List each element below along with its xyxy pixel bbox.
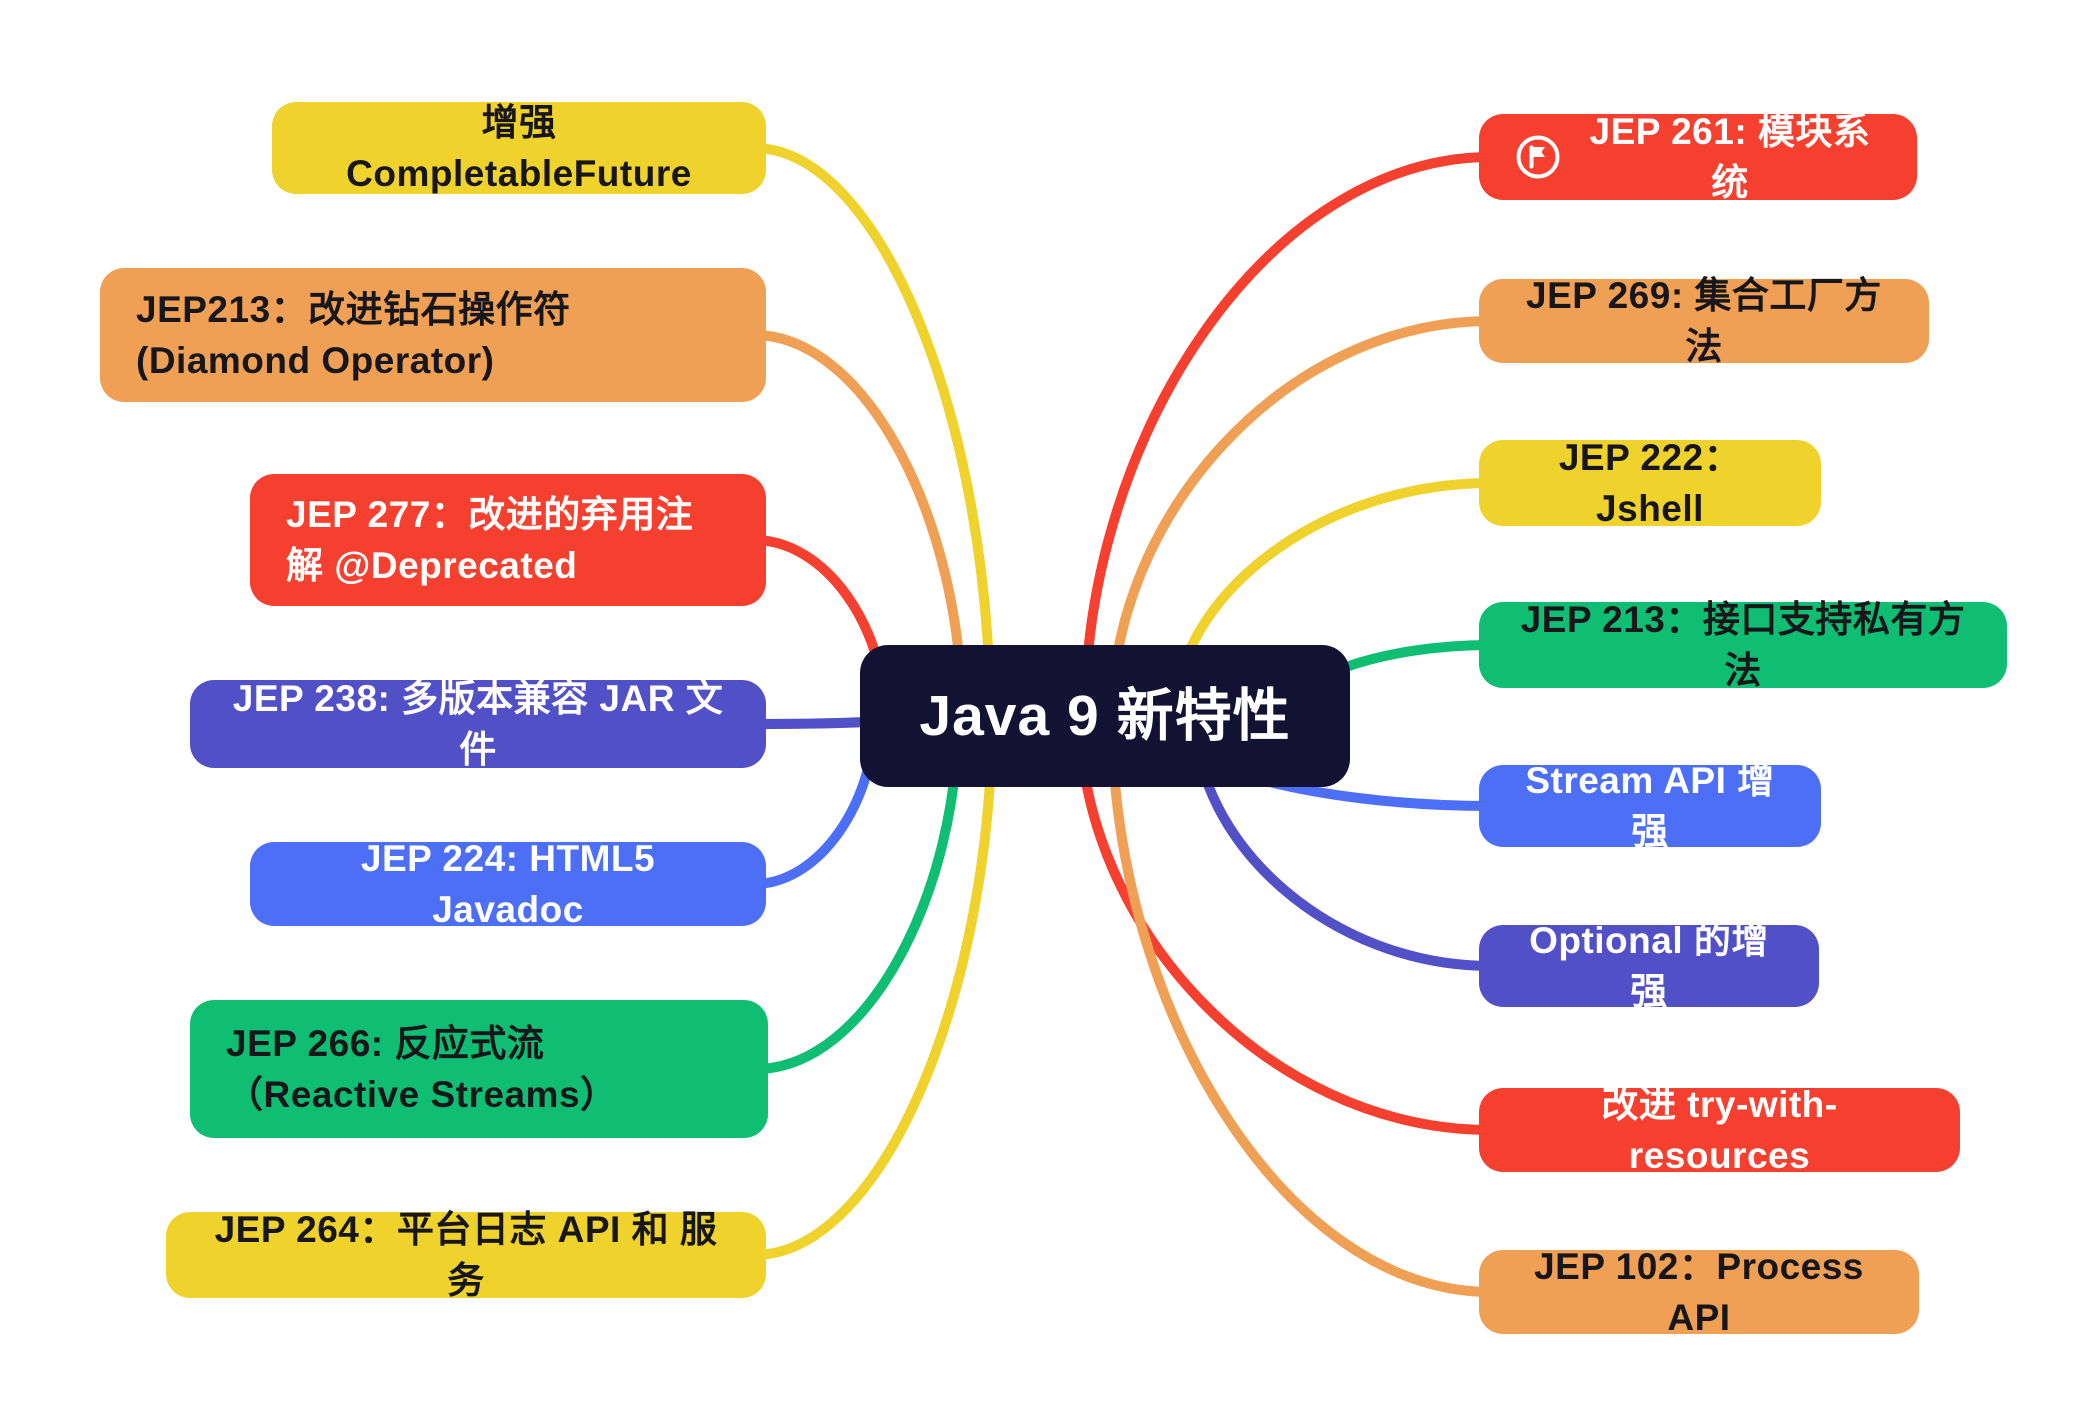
branch-label: JEP 264：平台日志 API 和 服务 bbox=[214, 1208, 718, 1301]
connector-jep266-reactive bbox=[751, 711, 963, 1074]
branch-label: JEP 222：Jshell bbox=[1558, 436, 1742, 529]
connector-jep213-diamond bbox=[749, 330, 967, 721]
branch-jep269-collections[interactable]: JEP 269: 集合工厂方法 bbox=[1479, 275, 1929, 367]
branch-jep264-logging[interactable]: JEP 264：平台日志 API 和 服务 bbox=[166, 1209, 766, 1301]
connector-jep261-module bbox=[1080, 152, 1496, 721]
branch-stream-api[interactable]: Stream API 增强 bbox=[1479, 760, 1821, 852]
branch-label: Optional 的增强 bbox=[1529, 919, 1769, 1012]
branch-jep222-jshell[interactable]: JEP 222：Jshell bbox=[1479, 437, 1821, 529]
branch-label: 增强 CompletableFuture bbox=[346, 101, 692, 194]
connector-jep269-collections bbox=[1107, 316, 1496, 721]
connector-jep264-logging bbox=[749, 711, 997, 1260]
connector-try-with-resources bbox=[1075, 711, 1496, 1135]
branch-label: JEP 213：接口支持私有方法 bbox=[1520, 598, 1966, 691]
branch-jep102-process[interactable]: JEP 102：Process API bbox=[1479, 1246, 1919, 1338]
branch-label: JEP 269: 集合工厂方法 bbox=[1526, 274, 1882, 367]
branch-label: JEP 261: 模块系统 bbox=[1589, 110, 1871, 203]
central-topic[interactable]: Java 9 新特性 bbox=[860, 645, 1350, 787]
branch-jep213-diamond[interactable]: JEP213：改进钻石操作符(Diamond Operator) bbox=[100, 268, 766, 402]
central-topic-label: Java 9 新特性 bbox=[919, 683, 1291, 748]
branch-jep213-private[interactable]: JEP 213：接口支持私有方法 bbox=[1479, 599, 2007, 691]
branch-jep261-module[interactable]: JEP 261: 模块系统 bbox=[1479, 111, 1917, 203]
branch-jep224-javadoc[interactable]: JEP 224: HTML5 Javadoc bbox=[250, 838, 766, 930]
branch-label: JEP 266: 反应式流（Reactive Streams） bbox=[226, 1022, 618, 1115]
branch-jep266-reactive[interactable]: JEP 266: 反应式流（Reactive Streams） bbox=[190, 1000, 768, 1138]
flag-icon bbox=[1516, 135, 1560, 179]
branch-label: JEP 277：改进的弃用注解 @Deprecated bbox=[286, 493, 694, 586]
branch-try-with-resources[interactable]: 改进 try-with-resources bbox=[1479, 1084, 1960, 1176]
branch-completablefuture[interactable]: 增强 CompletableFuture bbox=[272, 102, 766, 194]
connector-jep224-javadoc bbox=[749, 711, 880, 889]
branch-label: JEP213：改进钻石操作符(Diamond Operator) bbox=[136, 288, 571, 381]
branch-label: 改进 try-with-resources bbox=[1601, 1083, 1838, 1176]
connector-completablefuture bbox=[749, 143, 995, 721]
branch-jep238-jar[interactable]: JEP 238: 多版本兼容 JAR 文件 bbox=[190, 678, 766, 770]
branch-label: JEP 224: HTML5 Javadoc bbox=[360, 837, 656, 930]
branch-label: JEP 102：Process API bbox=[1534, 1245, 1864, 1338]
branch-label: JEP 238: 多版本兼容 JAR 文件 bbox=[232, 677, 724, 770]
branch-jep277-deprecated[interactable]: JEP 277：改进的弃用注解 @Deprecated bbox=[250, 474, 766, 606]
branch-label: Stream API 增强 bbox=[1525, 759, 1775, 852]
connector-jep102-process bbox=[1107, 711, 1496, 1297]
branch-optional[interactable]: Optional 的增强 bbox=[1479, 920, 1819, 1012]
